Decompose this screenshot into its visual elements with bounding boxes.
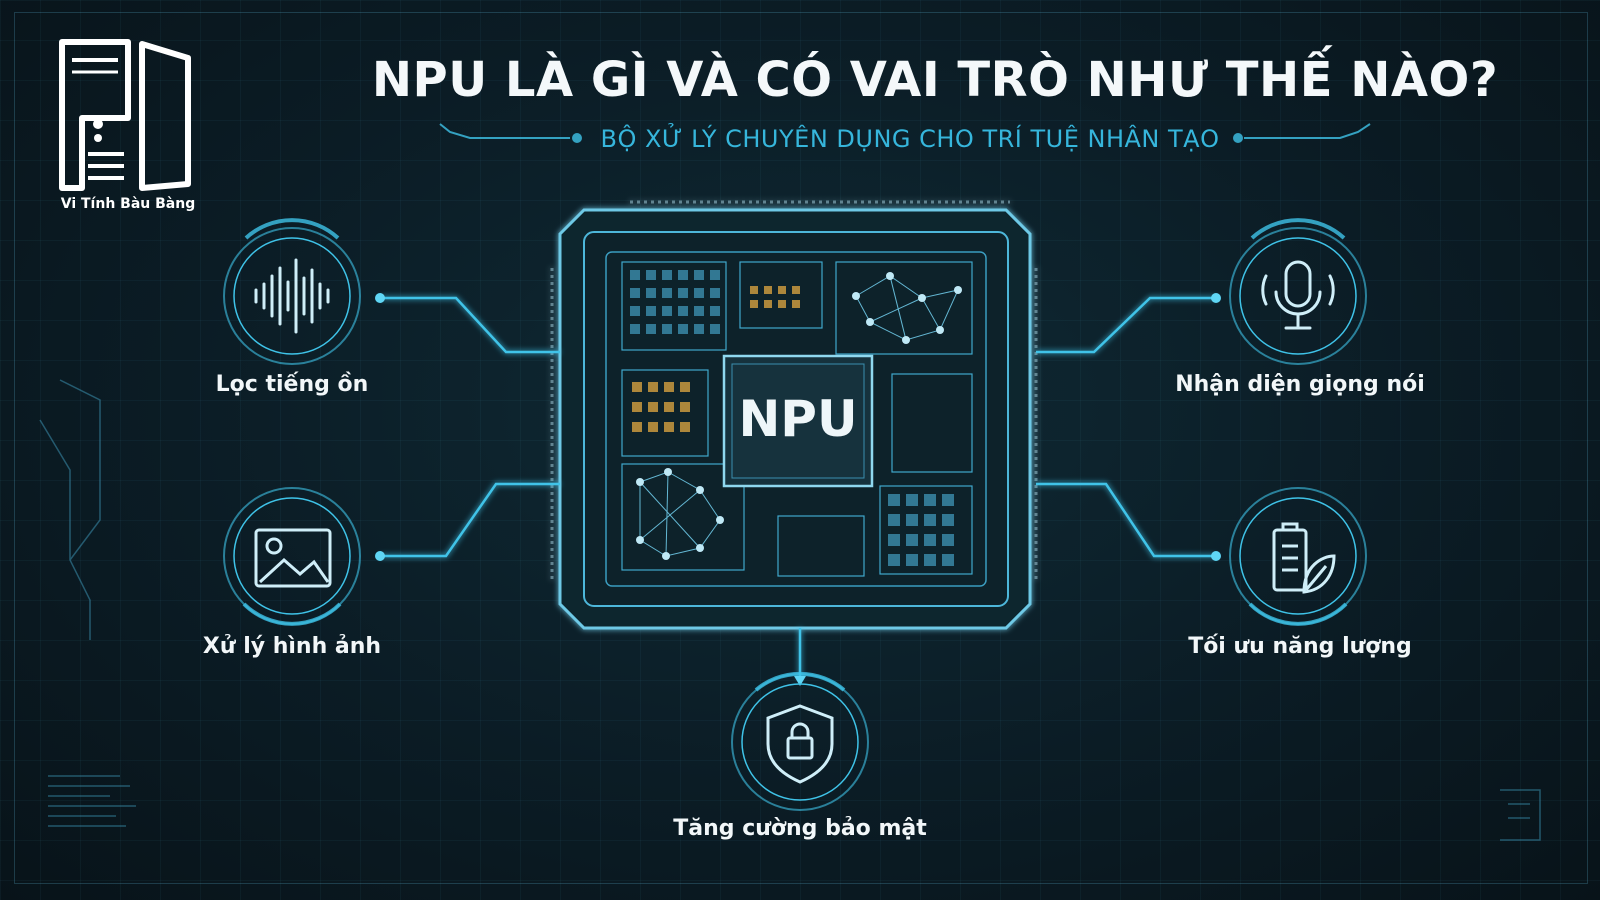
subtitle-rail-right: [1233, 123, 1371, 143]
page-title: NPU LÀ GÌ VÀ CÓ VAI TRÒ NHƯ THẾ NÀO?: [371, 52, 1499, 108]
subtitle-rail-left: [439, 123, 582, 143]
microphone-icon: [1261, 260, 1335, 330]
page-subtitle: BỘ XỬ LÝ CHUYÊN DỤNG CHO TRÍ TUỆ NHÂN TẠ…: [600, 125, 1220, 153]
npu-chip: [550, 200, 1038, 630]
ring-energy: [1229, 487, 1367, 626]
feature-noise-label: Lọc tiếng ồn: [215, 372, 369, 397]
battery-leaf-icon: [1272, 522, 1336, 594]
chip-label: NPU: [738, 390, 858, 448]
connector-noise: [380, 296, 560, 354]
ring-noise: [223, 218, 361, 365]
sound-wave-icon: [254, 258, 330, 334]
ring-security: [731, 671, 869, 811]
hud-decor-left: [39, 379, 136, 827]
hud-decor-right: [1500, 789, 1541, 841]
pc-logo-icon: [59, 39, 191, 191]
hud-frame: [14, 12, 1588, 884]
logo-caption: Vi Tính Bàu Bàng: [60, 196, 196, 212]
connector-image: [380, 482, 560, 558]
feature-voice-label: Nhận diện giọng nói: [1175, 372, 1425, 397]
ring-voice: [1229, 218, 1367, 365]
feature-energy-label: Tối ưu năng lượng: [1188, 634, 1412, 659]
feature-image-label: Xử lý hình ảnh: [202, 634, 382, 659]
connector-voice: [1036, 296, 1216, 354]
feature-security-label: Tăng cường bảo mật: [673, 816, 927, 841]
connector-energy: [1036, 482, 1216, 558]
shield-lock-icon: [766, 704, 834, 784]
ring-image: [223, 487, 361, 626]
image-icon: [254, 528, 332, 588]
